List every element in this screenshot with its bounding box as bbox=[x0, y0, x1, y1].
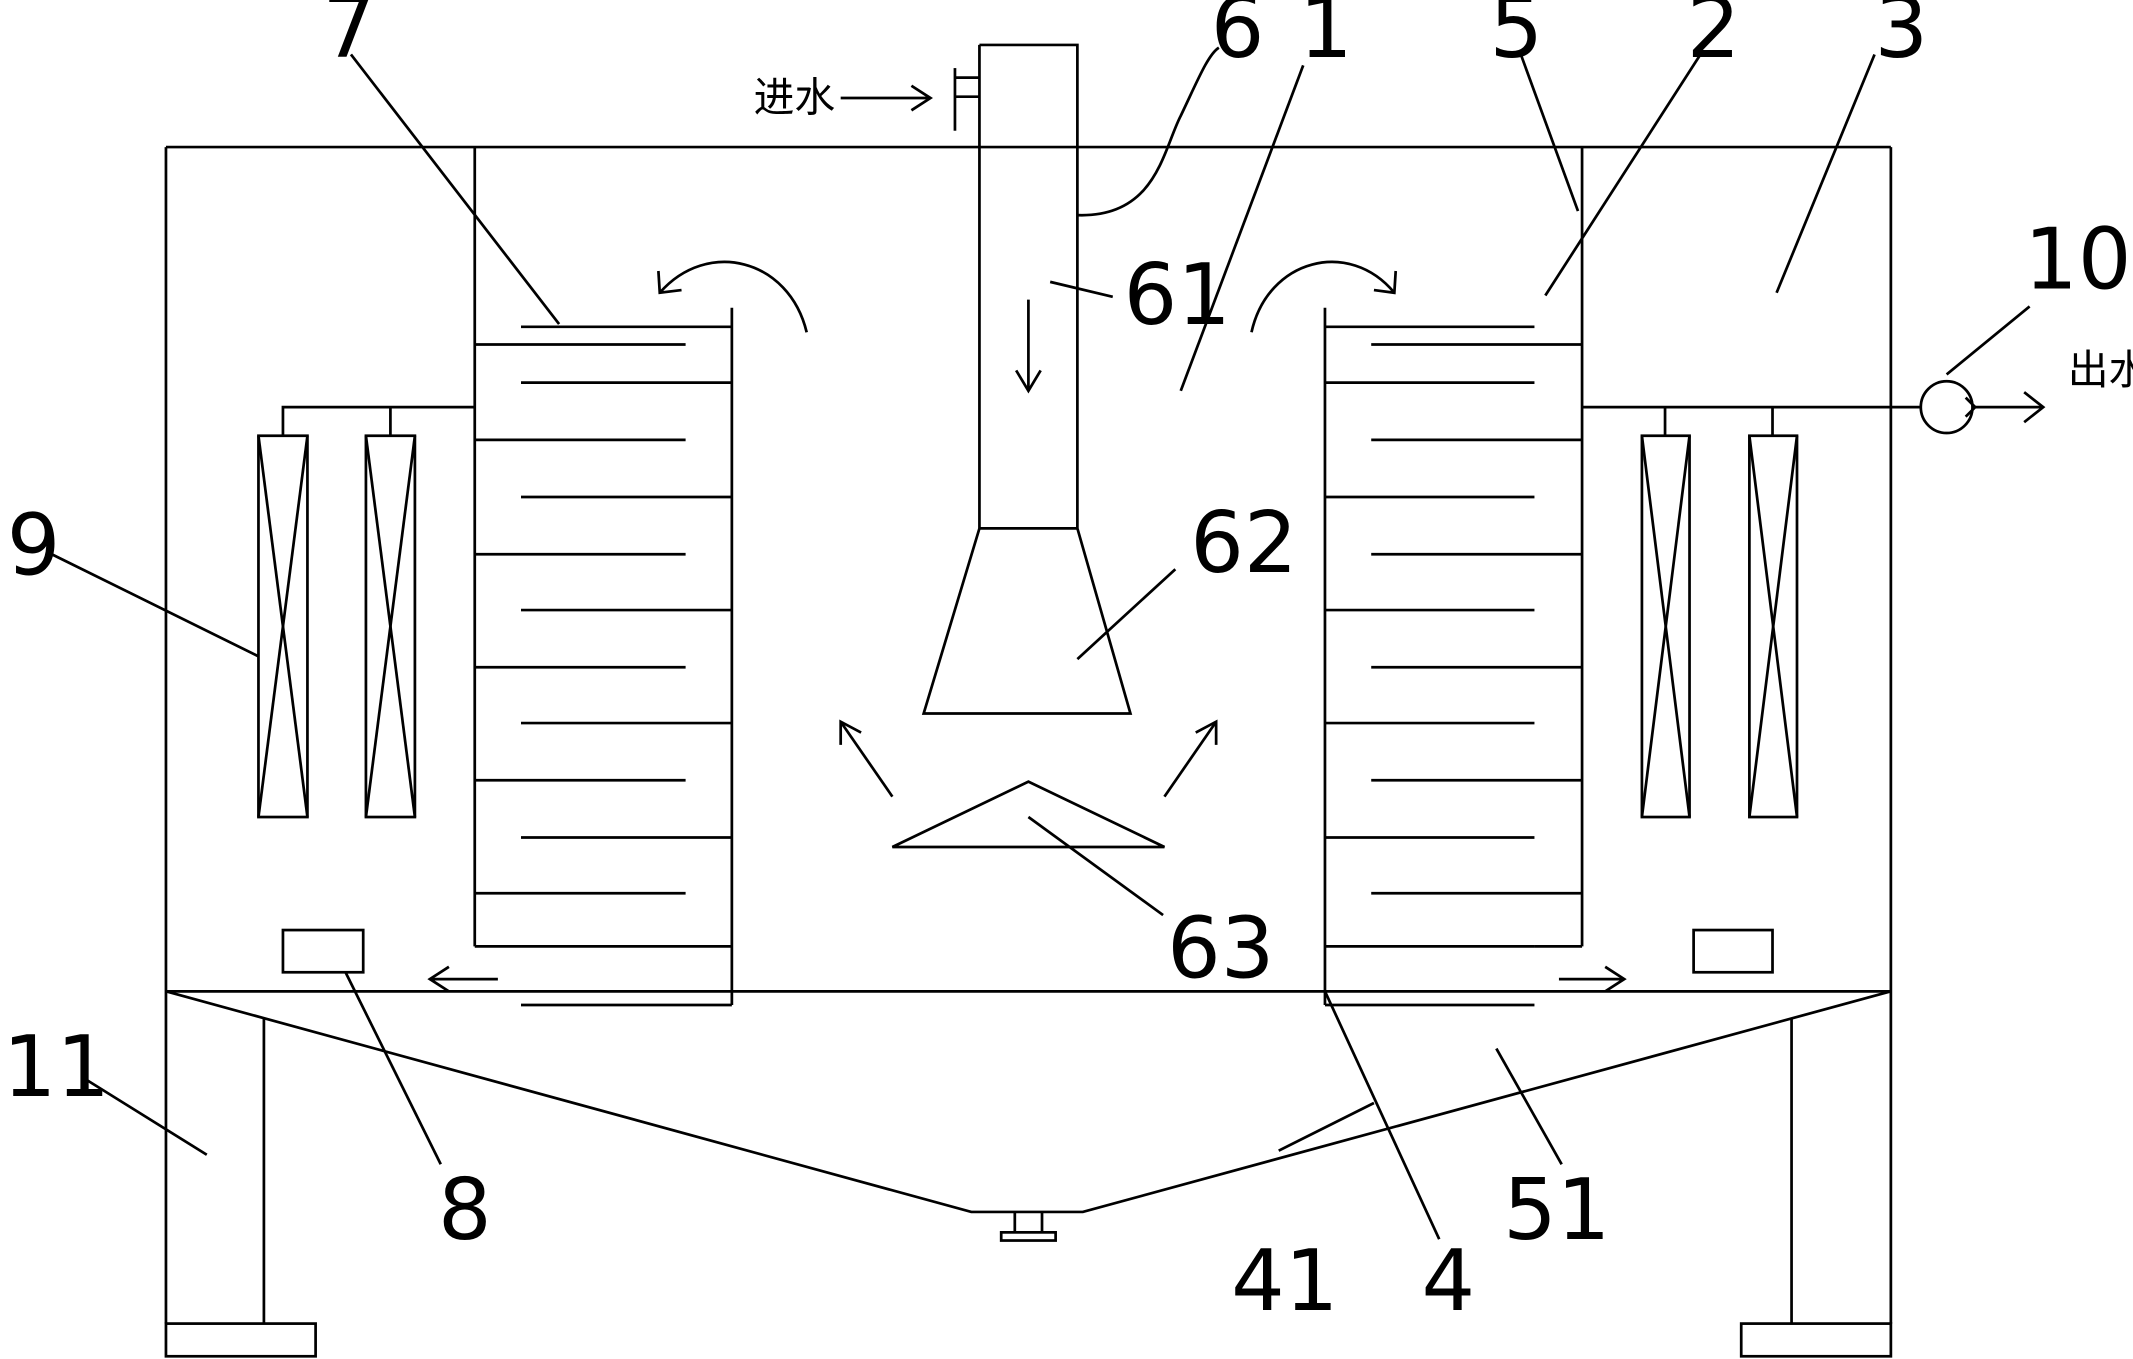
left-sensor-box bbox=[281, 928, 365, 974]
label-4: 4 bbox=[1422, 1232, 1476, 1330]
label-10: 10 bbox=[2024, 211, 2131, 309]
label-51: 51 bbox=[1503, 1161, 1610, 1259]
flow-arrows bbox=[427, 84, 1627, 993]
left-filter-cartridges bbox=[257, 405, 475, 819]
support-legs bbox=[164, 1018, 1893, 1358]
label-6: 6 bbox=[1211, 0, 1265, 77]
leader-lines bbox=[48, 46, 2031, 1240]
outlet-label: 出水 bbox=[2068, 346, 2133, 394]
label-3: 3 bbox=[1875, 0, 1929, 77]
label-9: 9 bbox=[7, 497, 61, 595]
partition-walls bbox=[473, 147, 1584, 1005]
right-filter-cartridges bbox=[1582, 405, 1921, 819]
label-41: 41 bbox=[1231, 1232, 1338, 1330]
label-5: 5 bbox=[1490, 0, 1544, 77]
label-61: 61 bbox=[1124, 246, 1231, 344]
label-1: 1 bbox=[1299, 0, 1353, 77]
deflector-cone bbox=[891, 780, 1166, 849]
right-sensor-box bbox=[1692, 928, 1774, 974]
outlet-pump bbox=[1919, 379, 1978, 435]
label-7: 7 bbox=[322, 0, 376, 77]
outlet-arrow-icon bbox=[1975, 391, 2046, 424]
inlet-label: 进水 bbox=[754, 74, 836, 122]
label-11: 11 bbox=[3, 1018, 110, 1116]
inlet-pipe bbox=[921, 43, 1133, 715]
right-plate-pack bbox=[1324, 325, 1583, 1007]
label-63: 63 bbox=[1167, 900, 1274, 998]
label-8: 8 bbox=[438, 1161, 492, 1259]
label-62: 62 bbox=[1190, 494, 1297, 592]
label-2: 2 bbox=[1687, 0, 1741, 77]
tank-body bbox=[164, 145, 1893, 1324]
left-plate-pack bbox=[474, 325, 732, 1007]
